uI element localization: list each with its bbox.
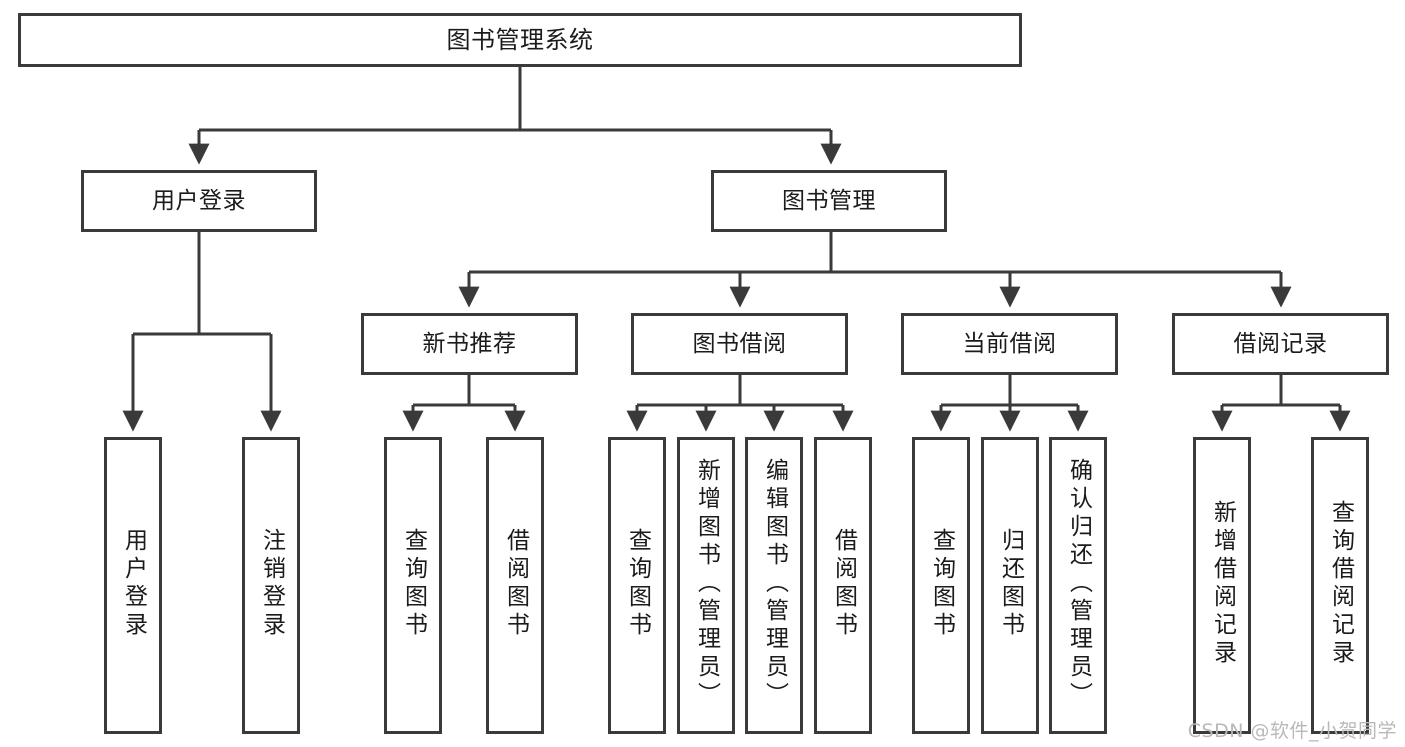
node-leaf-return-book[interactable]: 归还图书 [981,437,1039,734]
node-label: 查询图书 [928,527,955,640]
watermark-text: CSDN @软件_小贺同学 [1187,720,1397,742]
node-label: 编辑图书（管理员） [761,457,788,710]
node-leaf-query-book-recommend[interactable]: 查询图书 [384,437,442,734]
node-label: 借阅记录 [1233,330,1328,357]
node-current-borrow[interactable]: 当前借阅 [901,313,1118,375]
node-label: 新书推荐 [422,330,517,357]
node-borrow-record[interactable]: 借阅记录 [1172,313,1389,375]
node-leaf-query-borrow-record[interactable]: 查询借阅记录 [1311,437,1369,734]
node-leaf-borrow-book-recommend[interactable]: 借阅图书 [486,437,544,734]
node-label: 用户登录 [152,187,246,214]
node-label: 当前借阅 [962,330,1057,357]
node-label: 新增图书（管理员） [693,457,720,710]
node-user-login[interactable]: 用户登录 [81,170,317,232]
node-book-management[interactable]: 图书管理 [711,170,947,232]
node-leaf-borrow-book[interactable]: 借阅图书 [814,437,872,734]
node-leaf-confirm-return-admin[interactable]: 确认归还（管理员） [1049,437,1107,734]
node-label: 归还图书 [997,527,1024,640]
node-leaf-logout[interactable]: 注销登录 [242,437,300,734]
node-label: 查询图书 [400,527,427,640]
node-leaf-query-book-borrow[interactable]: 查询图书 [608,437,666,734]
node-label: 图书管理 [782,187,876,214]
node-leaf-query-book-current[interactable]: 查询图书 [912,437,970,734]
node-leaf-add-book-admin[interactable]: 新增图书（管理员） [677,437,735,734]
node-label: 图书管理系统 [446,26,594,54]
node-book-borrow[interactable]: 图书借阅 [631,313,848,375]
node-label: 注销登录 [258,527,285,640]
node-label: 查询借阅记录 [1327,499,1354,668]
node-leaf-add-borrow-record[interactable]: 新增借阅记录 [1193,437,1251,734]
node-leaf-edit-book-admin[interactable]: 编辑图书（管理员） [745,437,803,734]
node-label: 确认归还（管理员） [1065,457,1092,710]
node-label: 借阅图书 [830,527,857,640]
node-new-book-recommend[interactable]: 新书推荐 [361,313,578,375]
node-label: 查询图书 [624,527,651,640]
node-label: 图书借阅 [692,330,787,357]
node-label: 借阅图书 [502,527,529,640]
node-root-book-management-system[interactable]: 图书管理系统 [18,13,1022,67]
node-label: 用户登录 [120,527,147,640]
node-leaf-user-login[interactable]: 用户登录 [104,437,162,734]
node-label: 新增借阅记录 [1209,499,1236,668]
